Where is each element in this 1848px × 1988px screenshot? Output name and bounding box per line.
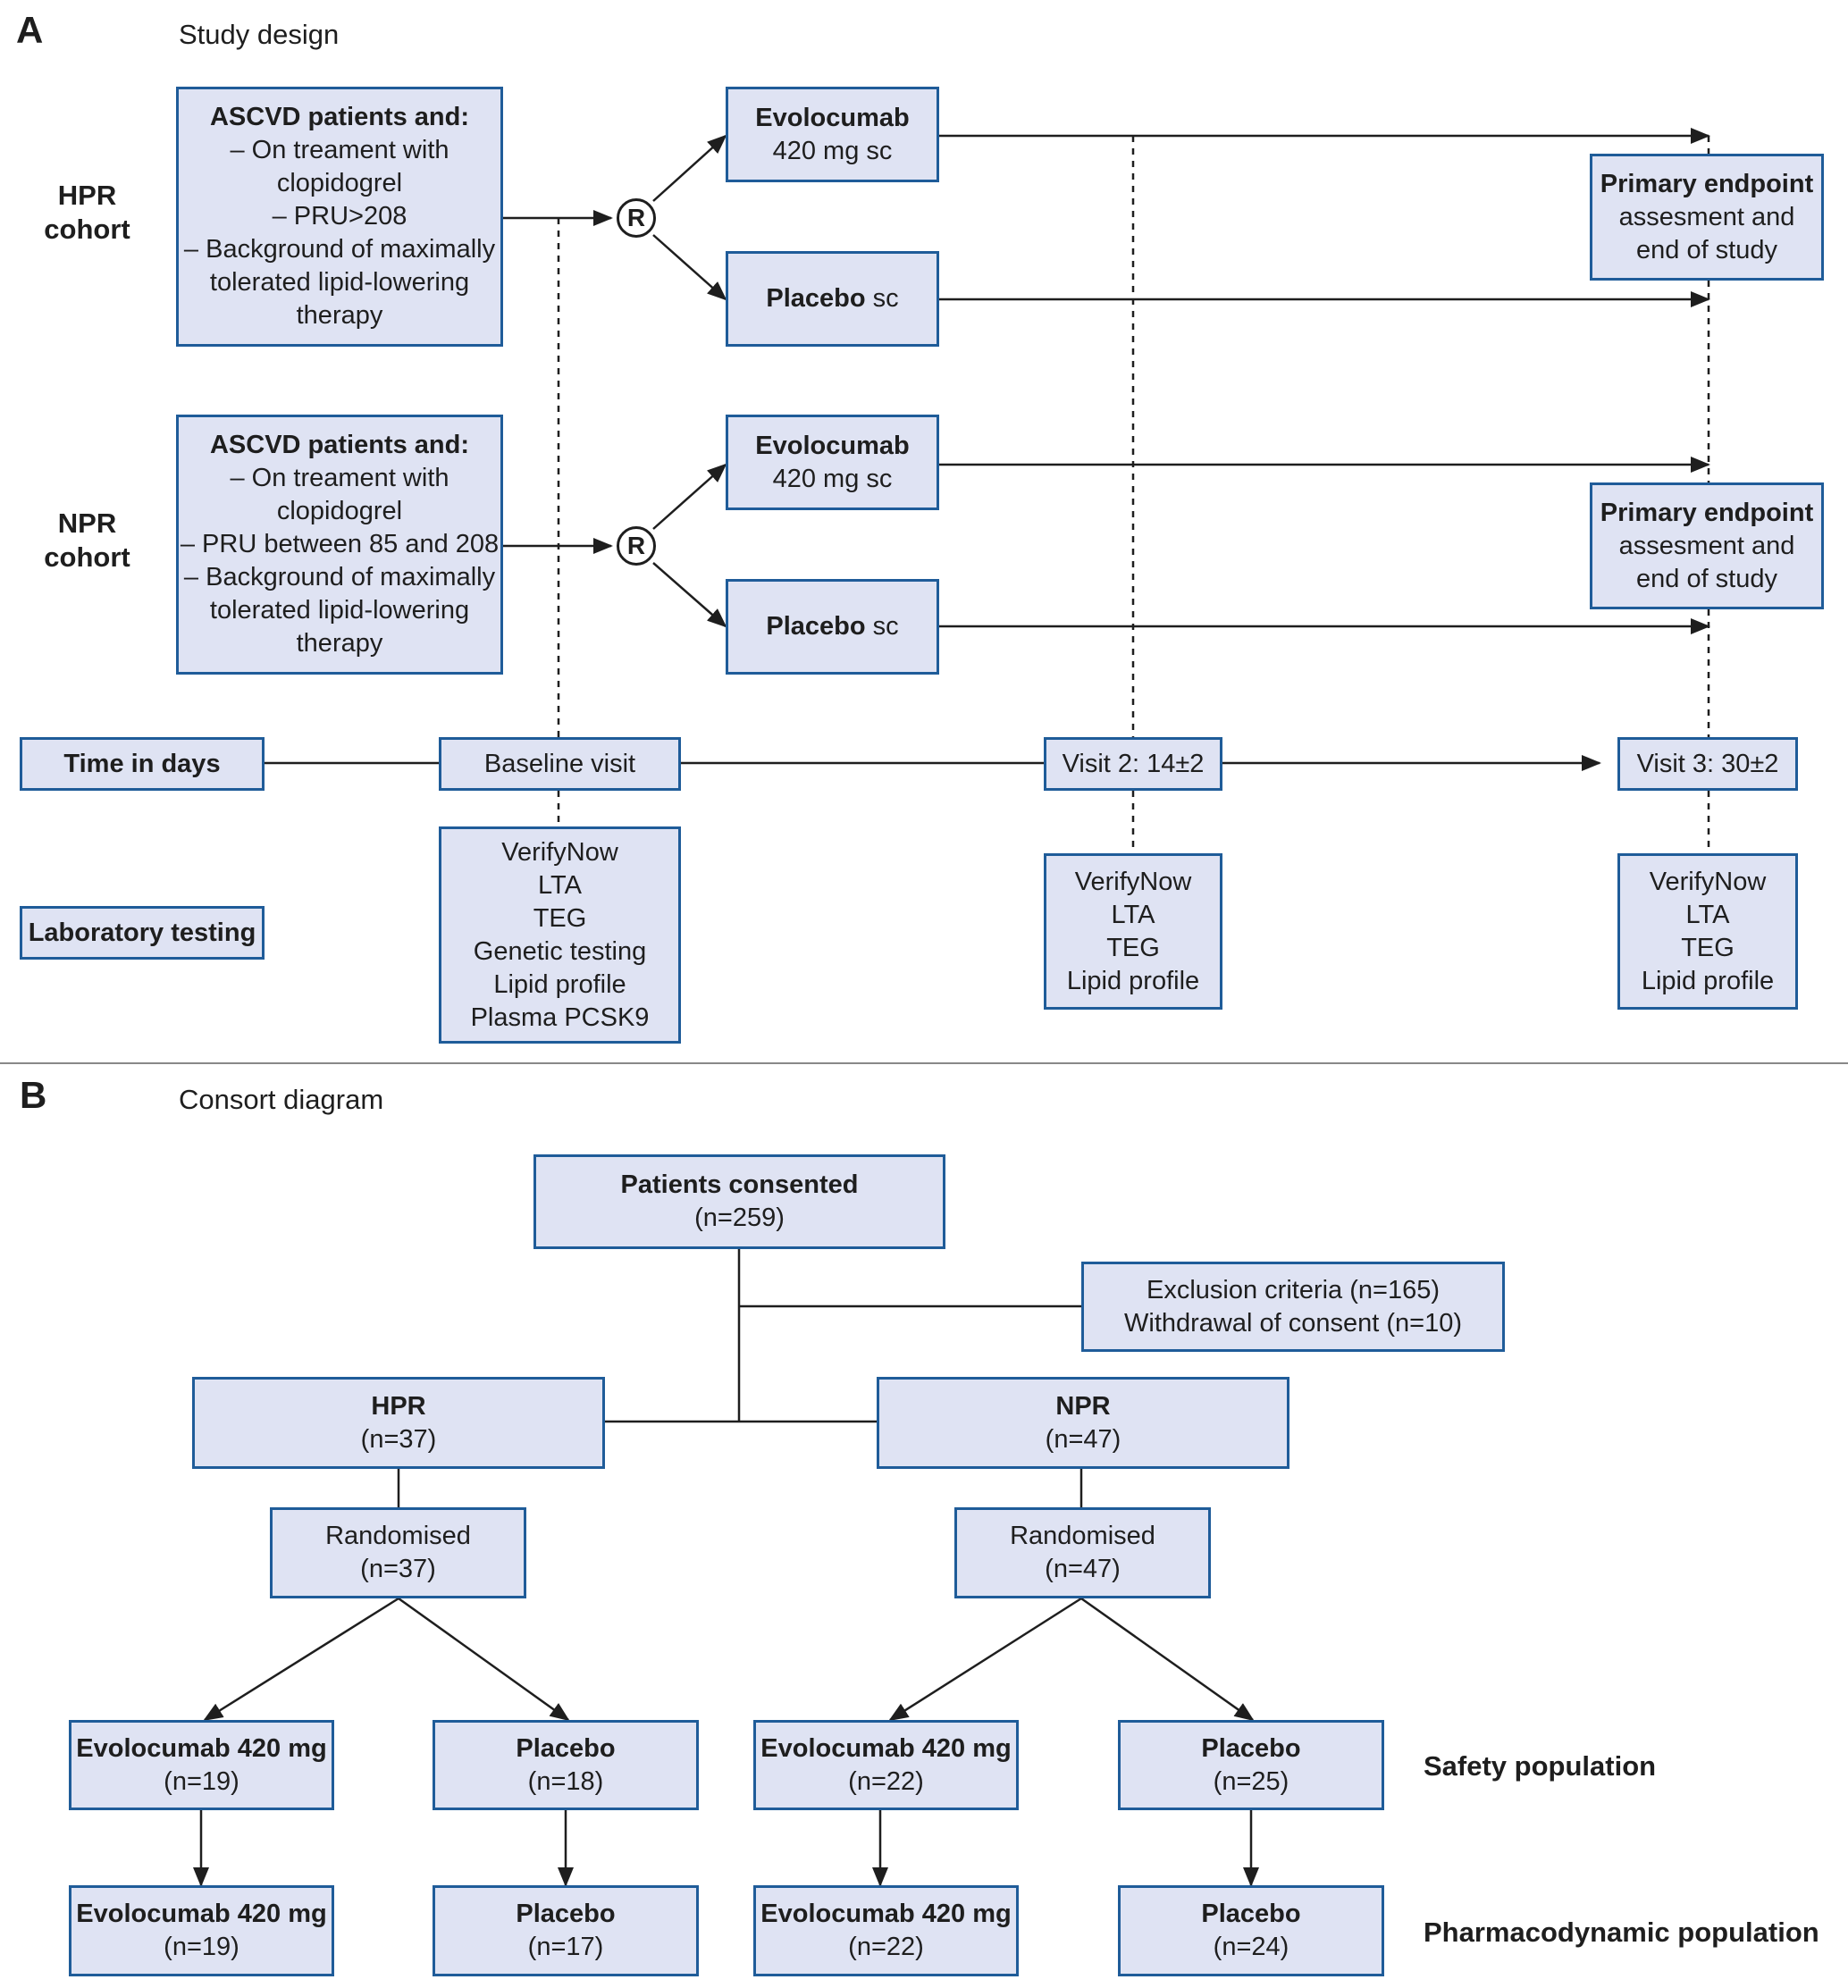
hpr-criteria-box: ASCVD patients and: – On treament with c…	[176, 87, 503, 347]
visit3-box: Visit 3: 30±2	[1617, 737, 1798, 791]
npr-evolocumab-box: Evolocumab 420 mg sc	[726, 415, 939, 510]
npr-cohort-label: NPR cohort	[44, 507, 130, 573]
hpr-randomised-box: Randomised (n=37)	[270, 1507, 526, 1598]
hpr-placebo-box: Placebo sc	[726, 251, 939, 347]
safety-population-label: Safety population	[1424, 1750, 1657, 1782]
panel-b-title: Consort diagram	[179, 1084, 384, 1115]
npr-placebo-box: Placebo sc	[726, 579, 939, 675]
visit2-box: Visit 2: 14±2	[1044, 737, 1222, 791]
pharmacodynamic-population-label: Pharmacodynamic population	[1424, 1917, 1819, 1948]
safety-npr-evolocumab-box: Evolocumab 420 mg (n=22)	[753, 1720, 1019, 1810]
pd-hpr-placebo-box: Placebo (n=17)	[433, 1885, 699, 1976]
baseline-visit-box: Baseline visit	[439, 737, 681, 791]
hpr-evolocumab-box: Evolocumab 420 mg sc	[726, 87, 939, 182]
baseline-tests-box: VerifyNow LTA TEG Genetic testing Lipid …	[439, 826, 681, 1044]
patients-consented-box: Patients consented (n=259)	[533, 1154, 945, 1249]
time-in-days-label: Time in days	[20, 737, 265, 791]
npr-primary-endpoint-box: Primary endpoint assesment and end of st…	[1590, 482, 1824, 609]
panel-a-title: Study design	[179, 19, 340, 50]
safety-hpr-evolocumab-box: Evolocumab 420 mg (n=19)	[69, 1720, 334, 1810]
hpr-cohort-label: HPR cohort	[44, 180, 130, 245]
visit2-tests-box: VerifyNow LTA TEG Lipid profile	[1044, 853, 1222, 1010]
visit3-tests-box: VerifyNow LTA TEG Lipid profile	[1617, 853, 1798, 1010]
exclusion-box: Exclusion criteria (n=165) Withdrawal of…	[1081, 1262, 1505, 1352]
pd-hpr-evolocumab-box: Evolocumab 420 mg (n=19)	[69, 1885, 334, 1976]
safety-npr-placebo-box: Placebo (n=25)	[1118, 1720, 1384, 1810]
npr-criteria-box: ASCVD patients and: – On treament with c…	[176, 415, 503, 675]
pd-npr-placebo-box: Placebo (n=24)	[1118, 1885, 1384, 1976]
hpr-randomisation-node: R	[617, 198, 656, 238]
safety-hpr-placebo-box: Placebo (n=18)	[433, 1720, 699, 1810]
pd-npr-evolocumab-box: Evolocumab 420 mg (n=22)	[753, 1885, 1019, 1976]
hpr-primary-endpoint-box: Primary endpoint assesment and end of st…	[1590, 154, 1824, 281]
npr-box: NPR (n=47)	[877, 1377, 1289, 1469]
npr-randomisation-node: R	[617, 526, 656, 566]
npr-randomised-box: Randomised (n=47)	[954, 1507, 1211, 1598]
panel-a-letter: A	[16, 9, 44, 51]
panel-b-letter: B	[20, 1074, 47, 1116]
hpr-box: HPR (n=37)	[192, 1377, 605, 1469]
laboratory-testing-label: Laboratory testing	[20, 906, 265, 960]
